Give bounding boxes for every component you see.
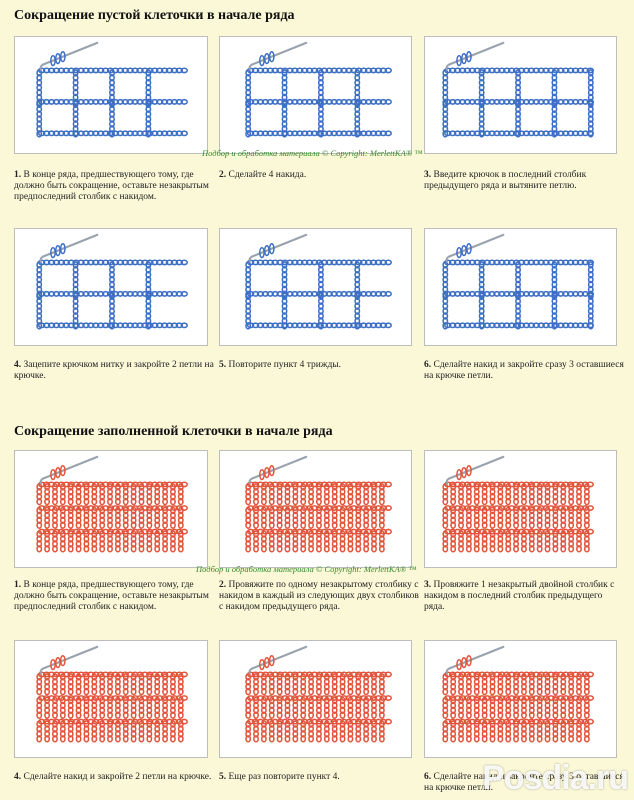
- step3-image-red: [424, 450, 617, 568]
- step-number: 1.: [14, 580, 22, 590]
- step-text: В конце ряда, предшествующего тому, где …: [14, 580, 209, 612]
- step-text: Введите крючок в последний столбик преды…: [424, 170, 587, 191]
- step1-image-blue: [14, 36, 208, 154]
- step6-caption-red: 6. Сделайте накид и закройте сразу 3 ост…: [424, 772, 624, 794]
- step4-image-blue: [14, 228, 208, 346]
- step4-image-red: [14, 640, 208, 758]
- step-number: 3.: [424, 580, 432, 590]
- section2-title: Сокращение заполненной клеточки в начале…: [14, 424, 333, 439]
- step5-caption-red: 5. Еще раз повторите пункт 4.: [219, 772, 419, 783]
- blue-mesh-diagram: [245, 233, 392, 330]
- blue-mesh-diagram: [245, 41, 392, 138]
- step4-caption-red: 4. Сделайте накид и закройте 2 петли на …: [14, 772, 214, 783]
- step-number: 5.: [219, 772, 227, 782]
- step-text: Повторите пункт 4 трижды.: [228, 360, 342, 370]
- step-text: Провяжите по одному незакрытому столбику…: [219, 580, 419, 612]
- copyright-note: Подбор и обработка материала © Copyright…: [196, 564, 417, 574]
- step2-caption: 2. Сделайте 4 накида.: [219, 170, 419, 181]
- step6-image-red: [424, 640, 617, 758]
- step6-image-blue: [424, 228, 617, 346]
- step-text: В конце ряда, предшествующего тому, где …: [14, 170, 209, 202]
- step-text: Сделайте накид и закройте сразу 3 оставш…: [424, 772, 624, 793]
- step-text: Зацепите крючком нитку и закройте 2 петл…: [14, 360, 214, 381]
- step1-image-red: [14, 450, 208, 568]
- step-number: 5.: [219, 360, 227, 370]
- red-filled-diagram: [36, 455, 188, 553]
- step-text: Провяжите 1 незакрытый двойной столбик с…: [424, 580, 615, 612]
- step6-caption: 6. Сделайте накид и закройте сразу 3 ост…: [424, 360, 624, 382]
- step5-image-blue: [219, 228, 412, 346]
- step1-caption: 1. В конце ряда, предшествующего тому, г…: [14, 170, 214, 203]
- blue-mesh-diagram: [36, 233, 188, 330]
- section1-title: Сокращение пустой клеточки в начале ряда: [14, 8, 295, 23]
- step-number: 6.: [424, 772, 432, 782]
- step-number: 2.: [219, 580, 227, 590]
- step-text: Сделайте накид и закройте 2 петли на крю…: [23, 772, 212, 782]
- blue-mesh-diagram: [442, 41, 595, 138]
- step3-caption: 3. Введите крючок в последний столбик пр…: [424, 170, 624, 192]
- step3-caption-red: 3. Провяжите 1 незакрытый двойной столби…: [424, 580, 624, 613]
- copyright-note: Подбор и обработка материала © Copyright…: [202, 148, 423, 158]
- step-text: Сделайте 4 накида.: [228, 170, 307, 180]
- red-filled-diagram: [245, 645, 392, 743]
- step-number: 4.: [14, 772, 22, 782]
- step2-image-red: [219, 450, 412, 568]
- step3-image-blue: [424, 36, 617, 154]
- red-filled-diagram: [442, 455, 595, 553]
- red-filled-diagram: [245, 455, 392, 553]
- blue-mesh-diagram: [36, 41, 188, 138]
- step-number: 4.: [14, 360, 22, 370]
- step-text: Еще раз повторите пункт 4.: [228, 772, 340, 782]
- step-number: 3.: [424, 170, 432, 180]
- step-number: 1.: [14, 170, 22, 180]
- step1-caption-red: 1. В конце ряда, предшествующего тому, г…: [14, 580, 214, 613]
- blue-mesh-diagram: [442, 233, 595, 330]
- step4-caption: 4. Зацепите крючком нитку и закройте 2 п…: [14, 360, 214, 382]
- step-number: 2.: [219, 170, 227, 180]
- step2-image-blue: [219, 36, 412, 154]
- red-filled-diagram: [36, 645, 188, 743]
- step-text: Сделайте накид и закройте сразу 3 оставш…: [424, 360, 624, 381]
- step-number: 6.: [424, 360, 432, 370]
- red-filled-diagram: [442, 645, 595, 743]
- watermark-logo: Posdia.ru: [482, 759, 629, 798]
- step5-caption: 5. Повторите пункт 4 трижды.: [219, 360, 419, 371]
- watermark-text: Posdia.ru: [482, 759, 629, 797]
- step2-caption-red: 2. Провяжите по одному незакрытому столб…: [219, 580, 419, 613]
- step5-image-red: [219, 640, 412, 758]
